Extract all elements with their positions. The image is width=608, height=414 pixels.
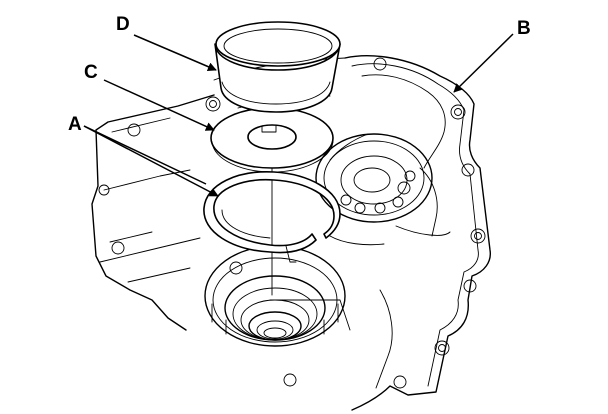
leader-line-c xyxy=(103,79,215,131)
callout-label-d: D xyxy=(116,14,130,35)
bolt-hole xyxy=(283,373,297,387)
housing-left-body xyxy=(91,94,215,331)
bolt-hole xyxy=(98,184,110,196)
housing-outline xyxy=(344,55,491,411)
bolt-hole xyxy=(454,108,462,116)
bolt-hole xyxy=(434,340,450,356)
bolt-hole xyxy=(373,57,387,71)
thrust-washer xyxy=(210,107,334,173)
snap-ring xyxy=(203,171,341,263)
bolt-hole xyxy=(470,228,486,244)
bolt-hole xyxy=(463,279,477,293)
bolt-hole xyxy=(393,375,407,389)
bolt-hole xyxy=(450,104,466,120)
bolt-hole xyxy=(461,163,475,177)
leader-line-b xyxy=(453,33,514,93)
leader-line-a2 xyxy=(83,125,207,185)
callout-label-a: A xyxy=(68,114,82,135)
housing-inner-contour xyxy=(361,74,446,169)
bolt-hole xyxy=(438,344,446,352)
bolt-hole xyxy=(127,123,141,137)
leader-line-d xyxy=(133,34,217,71)
housing-flange-lip xyxy=(351,63,479,387)
bearing-race xyxy=(214,21,341,113)
callout-label-b: B xyxy=(517,18,531,39)
leader-line-a1 xyxy=(83,125,219,197)
leader-lines xyxy=(83,33,514,197)
bolt-hole xyxy=(209,100,217,108)
callout-label-c: C xyxy=(84,62,98,83)
bearing-assembly xyxy=(315,133,433,223)
housing-bore xyxy=(204,245,346,347)
housing-web xyxy=(269,133,451,389)
housing-left-ribs xyxy=(99,117,201,283)
bolt-hole xyxy=(474,232,482,240)
bolt-hole xyxy=(205,96,221,112)
bolt-hole xyxy=(111,241,125,255)
washer-tab xyxy=(261,125,277,133)
bolt-hole xyxy=(229,261,243,275)
